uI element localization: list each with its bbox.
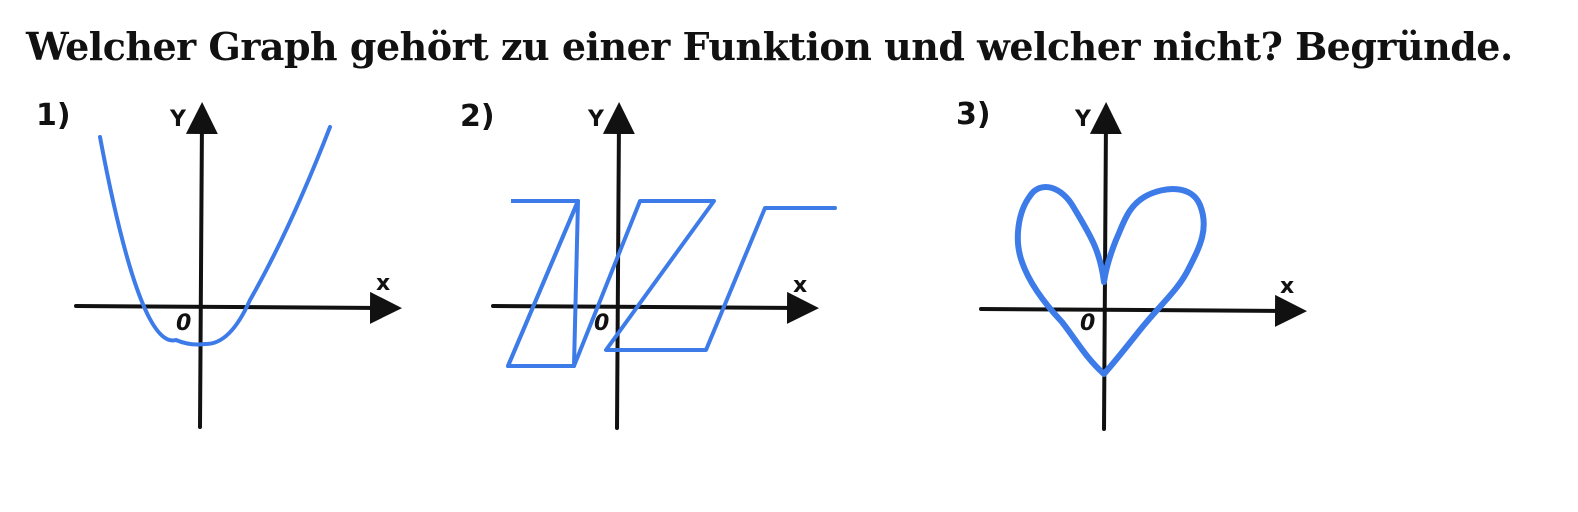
graph-3: 3) Y x 0 (956, 97, 1307, 431)
graph-3-x-label: x (1280, 274, 1294, 299)
graph-3-origin-label: 0 (1080, 311, 1095, 336)
graph-2-x-axis (491, 291, 819, 324)
graph-1-curve (98, 125, 332, 347)
graph-1-y-axis (185, 102, 218, 429)
graph-2-y-axis (602, 102, 635, 430)
graph-1: 1) Y x 0 (36, 98, 402, 429)
graph-2-y-label: Y (587, 107, 605, 132)
graph-3-y-label: Y (1074, 107, 1092, 132)
exercise-question: Welcher Graph gehört zu einer Funktion u… (26, 24, 1513, 69)
graph-3-number: 3) (956, 97, 991, 132)
graph-3-heart-curve (1014, 184, 1207, 377)
graph-3-x-axis (979, 294, 1307, 327)
graph-1-origin-label: 0 (176, 311, 191, 336)
graph-1-y-label: Y (169, 107, 187, 132)
graph-1-x-axis (74, 291, 402, 324)
graph-2-x-label: x (793, 273, 807, 298)
graph-2: 2) Y x 0 (460, 99, 837, 430)
graph-1-x-label: x (376, 271, 390, 296)
graph-2-curve (506, 199, 837, 368)
graph-1-number: 1) (36, 98, 71, 133)
graph-2-number: 2) (460, 99, 495, 134)
graph-2-origin-label: 0 (594, 311, 609, 336)
